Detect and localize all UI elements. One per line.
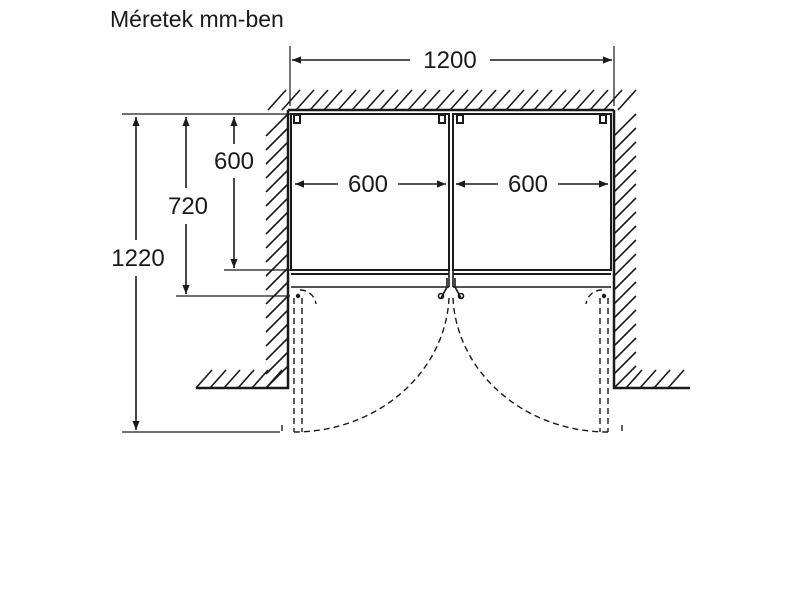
dim-depth-720: 720: [168, 193, 208, 220]
dim-depth-1220: 1220: [111, 245, 164, 272]
dimension-arrows: [132, 56, 612, 430]
dim-depth-600: 600: [214, 148, 254, 175]
hinge-points: [295, 293, 607, 299]
door-fronts: [291, 270, 611, 300]
dim-total-width: 1200: [423, 47, 476, 74]
wall-hatching: [195, 89, 685, 389]
left-unit: [290, 113, 450, 275]
wall-outline: [196, 108, 690, 390]
door-swing-paths: [281, 289, 623, 433]
diagram-title: Méretek mm-ben: [110, 6, 284, 32]
dim-right-width: 600: [508, 171, 548, 198]
right-unit: [452, 113, 612, 275]
dim-left-width: 600: [348, 171, 388, 198]
extension-lines: [122, 46, 615, 433]
